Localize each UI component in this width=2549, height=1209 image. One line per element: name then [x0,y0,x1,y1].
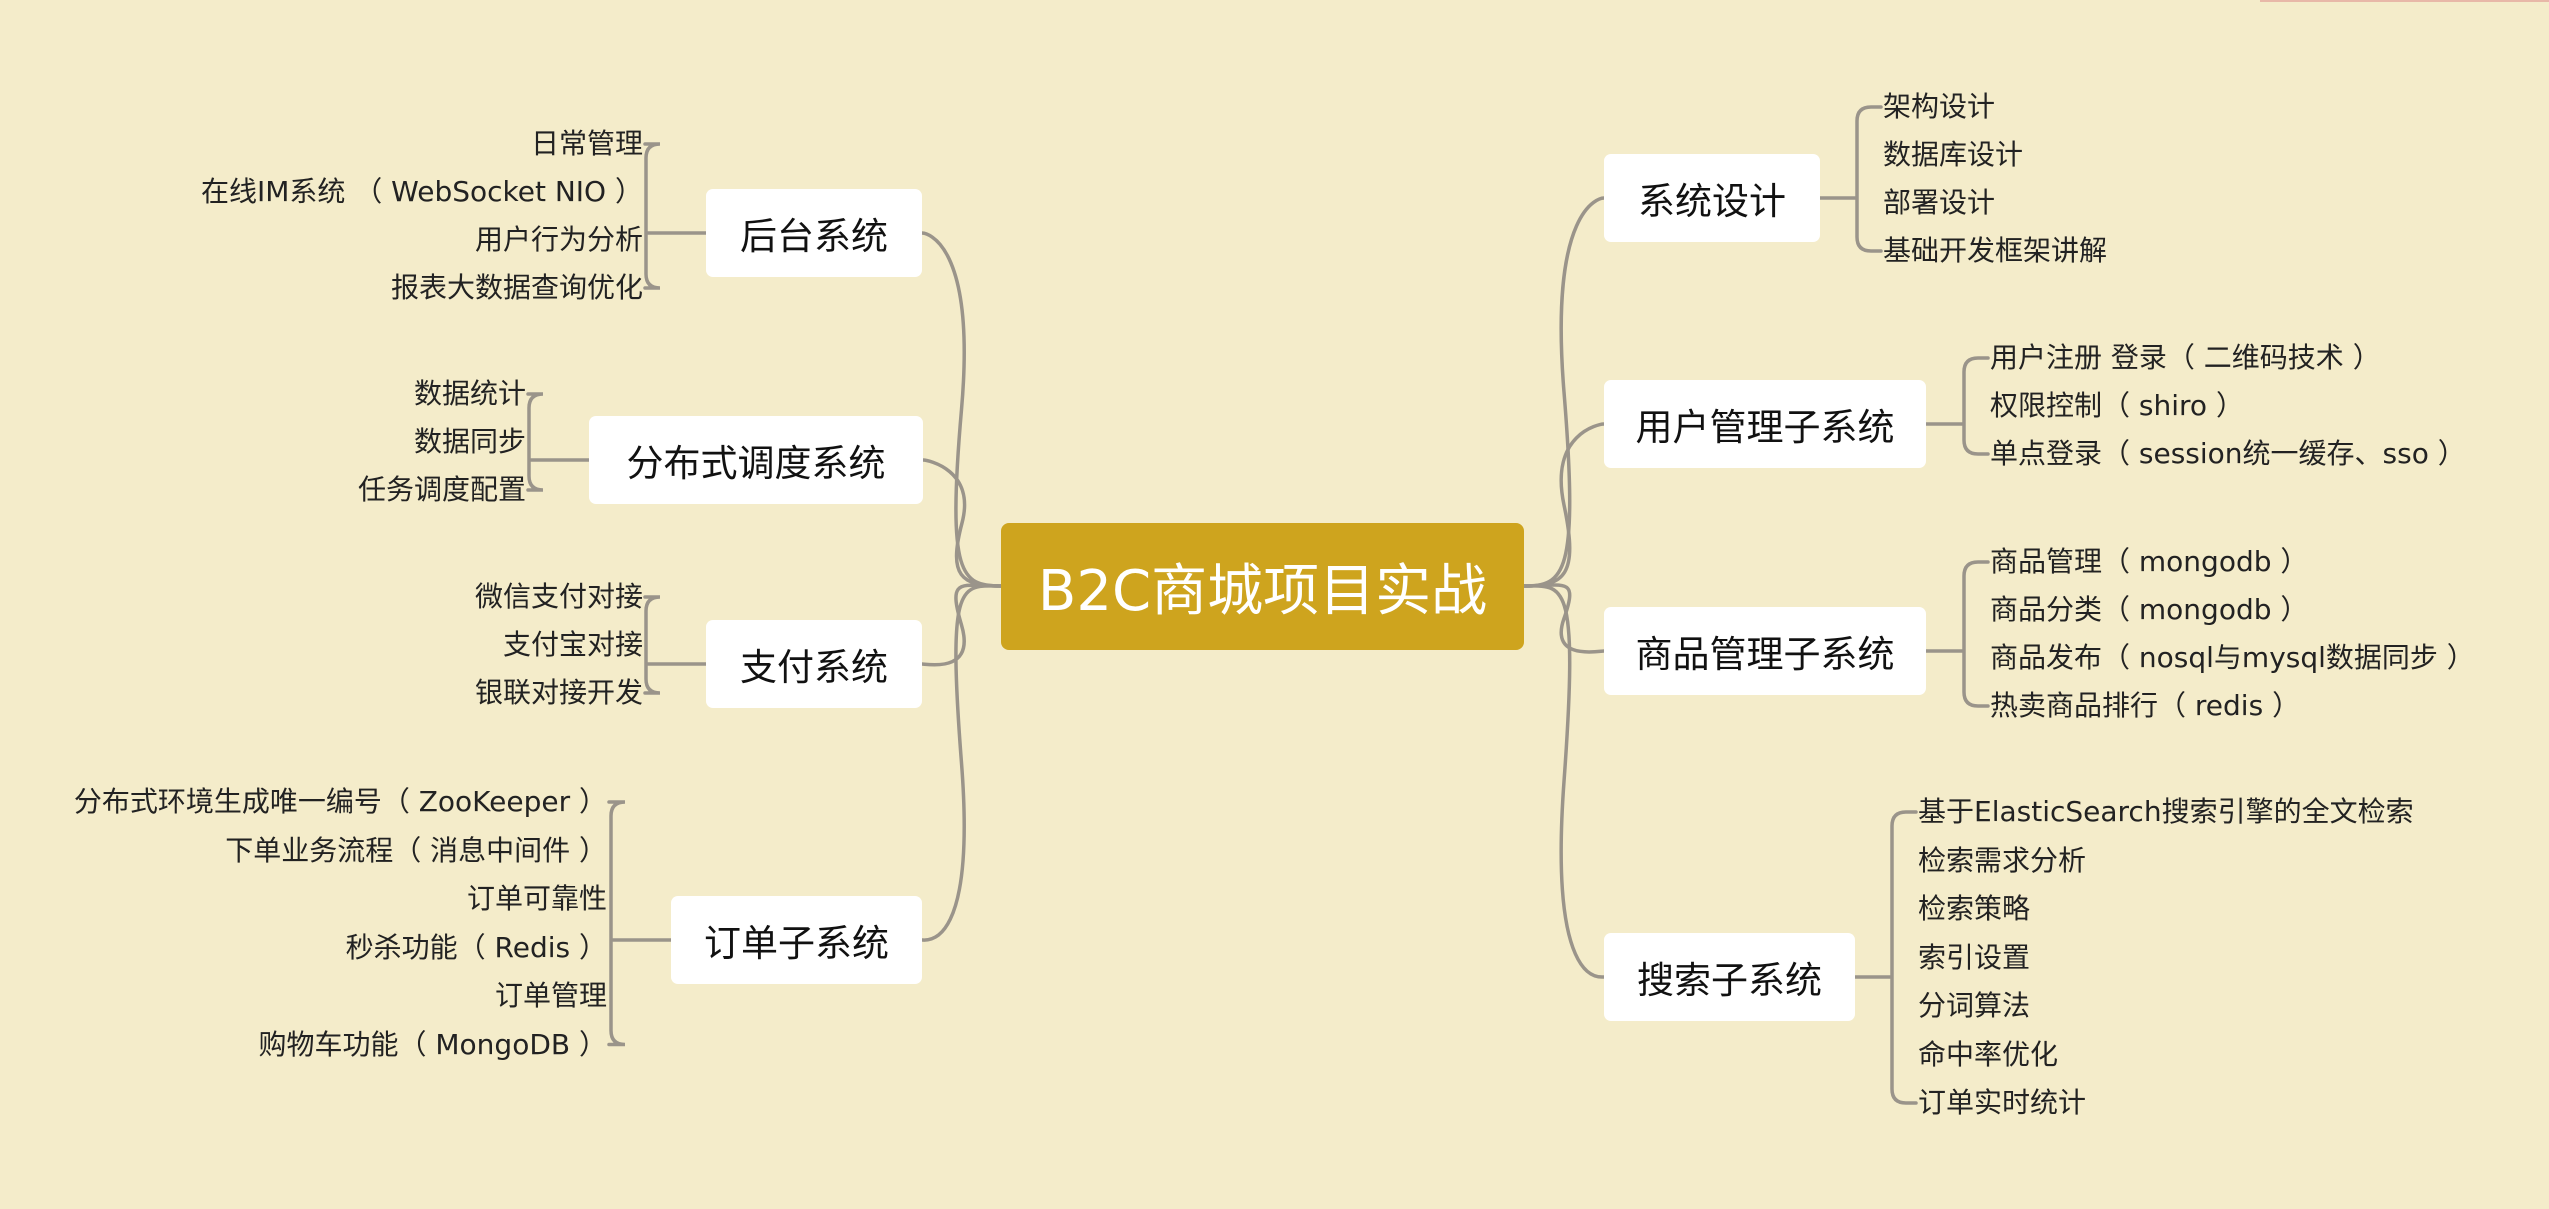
branch-node-left-2[interactable]: 分布式调度系统 [589,416,923,504]
leaf-item-left-2-2[interactable]: 数据同步 [413,425,526,458]
leaf-item-left-1-3[interactable]: 用户行为分析 [474,223,643,256]
branch-node-left-4[interactable]: 订单子系统 [671,896,922,984]
leaf-item-left-4-2[interactable]: 下单业务流程（ 消息中间件 ） [225,833,607,867]
leaf-bracket-right-1 [1855,105,1883,253]
leaf-item-left-2-3[interactable]: 任务调度配置 [357,473,526,506]
leaf-bracket-left-1 [643,142,661,290]
leaf-bracket-right-4 [1890,810,1918,1105]
leaf-item-right-4-4[interactable]: 索引设置 [1918,940,2031,974]
leaf-item-right-1-1[interactable]: 架构设计 [1883,90,1996,123]
branch-node-right-1[interactable]: 系统设计 [1604,154,1820,242]
leaf-item-right-4-6[interactable]: 命中率优化 [1918,1037,2059,1071]
leaf-item-left-2-1[interactable]: 数据统计 [413,377,526,410]
leaf-item-left-4-5[interactable]: 订单管理 [494,979,607,1012]
connector-center-left-2 [921,458,1003,588]
leaf-bracket-left-3 [643,595,661,695]
leaf-item-right-1-2[interactable]: 数据库设计 [1883,138,2024,171]
top-edge-line [2260,0,2549,2]
connector-center-right-4 [1522,584,1606,979]
leaf-item-left-1-2[interactable]: 在线IM系统 （ WebSocket NIO ） [200,175,643,208]
connector-center-right-2 [1522,422,1606,588]
leaf-bracket-right-3 [1962,560,1990,708]
leaf-item-right-3-1[interactable]: 商品管理（ mongodb ） [1990,545,2309,578]
leaf-item-left-3-1[interactable]: 微信支付对接 [474,580,643,613]
leaf-bracket-right-2 [1962,356,1990,456]
leaf-item-right-2-3[interactable]: 单点登录（ session统一缓存、sso ） [1990,437,2466,470]
branch-node-right-4[interactable]: 搜索子系统 [1604,933,1855,1021]
leaf-item-right-3-4[interactable]: 热卖商品排行（ redis ） [1990,689,2301,722]
leaf-item-right-4-7[interactable]: 订单实时统计 [1918,1086,2087,1119]
central-topic[interactable]: B2C商城项目实战 [1001,523,1524,650]
connector-center-left-4 [920,584,1003,942]
leaf-bracket-left-4 [607,800,626,1047]
branch-node-right-2[interactable]: 用户管理子系统 [1604,380,1926,468]
connector-center-left-1 [920,231,1003,588]
leaf-item-left-3-2[interactable]: 支付宝对接 [502,628,643,661]
leaf-item-right-4-2[interactable]: 检索需求分析 [1918,843,2087,877]
leaf-item-right-4-5[interactable]: 分词算法 [1918,989,2031,1022]
leaf-item-right-3-3[interactable]: 商品发布（ nosql与mysql数据同步 ） [1990,641,2475,674]
branch-node-left-1[interactable]: 后台系统 [706,189,922,277]
leaf-item-right-1-4[interactable]: 基础开发框架讲解 [1883,234,2108,267]
leaf-item-right-4-3[interactable]: 检索策略 [1918,892,2031,925]
connector-center-left-3 [920,583,1003,667]
connector-center-right-3 [1522,583,1606,654]
connector-center-right-1 [1522,196,1606,588]
leaf-item-right-1-3[interactable]: 部署设计 [1883,186,1996,219]
leaf-item-left-1-1[interactable]: 日常管理 [530,127,643,160]
leaf-item-left-1-4[interactable]: 报表大数据查询优化 [390,271,643,304]
branch-node-left-3[interactable]: 支付系统 [706,620,922,708]
leaf-item-left-4-4[interactable]: 秒杀功能（ Redis ） [345,930,607,964]
leaf-bracket-left-2 [526,392,544,492]
leaf-item-left-3-3[interactable]: 银联对接开发 [474,676,643,709]
leaf-item-left-4-3[interactable]: 订单可靠性 [466,882,607,915]
leaf-item-left-4-6[interactable]: 购物车功能（ MongoDB ） [258,1027,607,1061]
leaf-item-left-4-1[interactable]: 分布式环境生成唯一编号（ ZooKeeper ） [73,785,607,818]
leaf-item-right-2-2[interactable]: 权限控制（ shiro ） [1990,389,2244,422]
branch-node-right-3[interactable]: 商品管理子系统 [1604,607,1926,695]
leaf-item-right-2-1[interactable]: 用户注册 登录（ 二维码技术 ） [1990,341,2381,374]
leaf-item-right-3-2[interactable]: 商品分类（ mongodb ） [1990,593,2309,626]
leaf-item-right-4-1[interactable]: 基于ElasticSearch搜索引擎的全文检索 [1918,795,2414,828]
